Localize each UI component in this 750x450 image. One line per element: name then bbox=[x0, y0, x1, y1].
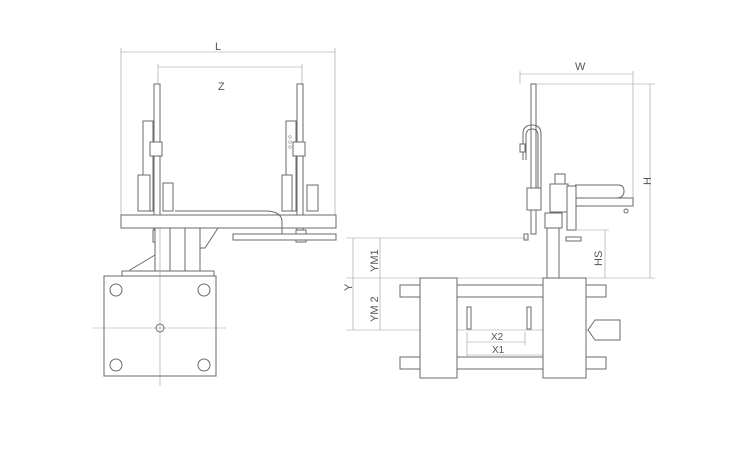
nozzle bbox=[587, 319, 621, 341]
label-z: Z bbox=[218, 81, 225, 93]
side-view: W H bbox=[343, 61, 655, 379]
label-l: L bbox=[215, 41, 221, 53]
dimension-h: H bbox=[535, 83, 655, 278]
injection-machine bbox=[399, 277, 621, 379]
side-carriage bbox=[544, 173, 634, 242]
lower-plate bbox=[232, 233, 337, 241]
dimension-y: Y YM1 YM 2 bbox=[343, 237, 655, 331]
label-y: Y bbox=[343, 283, 355, 291]
dimension-w: W bbox=[519, 61, 634, 202]
label-ym2: YM 2 bbox=[369, 296, 381, 322]
label-w: W bbox=[575, 61, 586, 73]
label-x1: X1 bbox=[492, 345, 505, 356]
dimension-hs: HS bbox=[575, 229, 609, 278]
traverse-beam bbox=[120, 214, 337, 229]
dimension-l: L bbox=[120, 41, 336, 215]
label-h: H bbox=[642, 177, 654, 185]
support-pillar bbox=[121, 227, 219, 277]
side-pillar bbox=[546, 227, 560, 279]
label-ym1: YM1 bbox=[369, 249, 381, 272]
dimension-x: X2 X1 bbox=[466, 332, 543, 357]
side-vertical-arm bbox=[519, 83, 542, 241]
dimension-z: Z bbox=[157, 64, 303, 93]
front-view: L Z bbox=[93, 41, 337, 386]
label-x2: X2 bbox=[491, 332, 504, 343]
label-hs: HS bbox=[593, 251, 605, 266]
machine-plate bbox=[93, 228, 226, 386]
